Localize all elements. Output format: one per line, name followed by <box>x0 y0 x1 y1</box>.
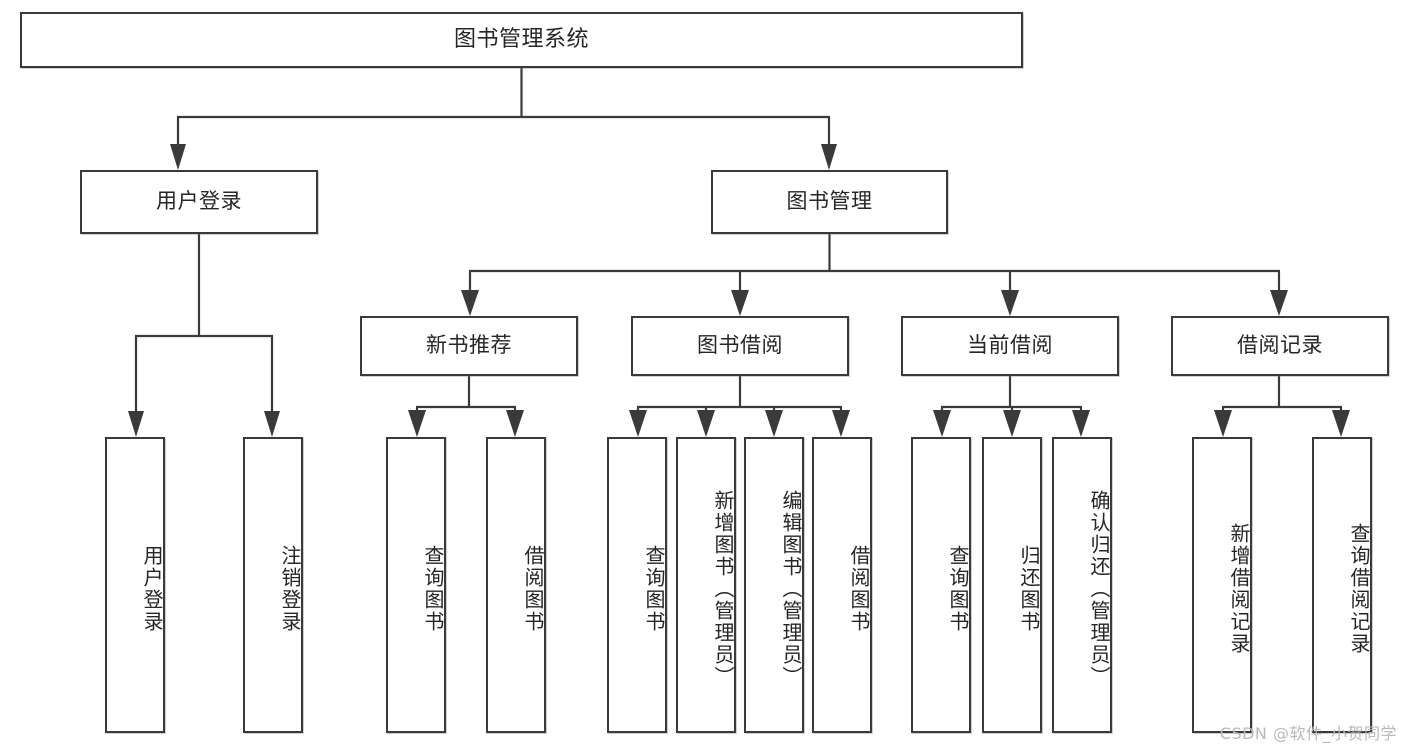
node-user-login[interactable]: 用户登录 <box>80 170 318 234</box>
node-label-current-borrow: 当前借阅 <box>967 333 1053 358</box>
node-label-leaf-query-borrow-record: 查询借阅记录 <box>1347 523 1371 655</box>
node-label-root-system: 图书管理系统 <box>453 27 589 53</box>
edge-user-login-to-leaves <box>128 234 280 437</box>
csdn-watermark: CSDN @软件_小贺同学 <box>1219 724 1397 743</box>
arrowhead-query-record <box>1332 410 1350 437</box>
node-borrow-record[interactable]: 借阅记录 <box>1171 316 1389 376</box>
node-label-leaf-borrow-book-2: 借阅图书 <box>847 545 871 633</box>
node-leaf-edit-book-admin[interactable]: 编辑图书（管理员） <box>744 437 804 733</box>
node-label-leaf-borrow-book-1: 借阅图书 <box>521 545 545 633</box>
node-leaf-query-book-1[interactable]: 查询图书 <box>386 437 446 733</box>
node-label-leaf-confirm-return-admin: 确认归还（管理员） <box>1087 490 1111 688</box>
node-current-borrow[interactable]: 当前借阅 <box>901 316 1119 376</box>
arrowhead-borrow-record <box>1270 290 1288 316</box>
node-label-leaf-add-borrow-record: 新增借阅记录 <box>1227 523 1251 655</box>
edge-book-borrow-to-leaves <box>629 376 850 437</box>
node-label-new-book-recommend: 新书推荐 <box>426 333 512 358</box>
node-label-book-borrow: 图书借阅 <box>697 333 783 358</box>
node-label-leaf-edit-book-admin: 编辑图书（管理员） <box>779 490 803 688</box>
arrowhead-query-book-2 <box>629 410 647 437</box>
arrowhead-book-mgmt <box>821 144 837 170</box>
edge-borrow-record-to-leaves <box>1214 376 1350 437</box>
node-leaf-query-book-3[interactable]: 查询图书 <box>911 437 971 733</box>
node-label-user-login: 用户登录 <box>156 189 242 214</box>
node-label-leaf-add-book-admin: 新增图书（管理员） <box>711 490 735 688</box>
arrowhead-leaf-logout <box>264 411 280 437</box>
arrowhead-edit-book <box>765 410 783 437</box>
edge-book-mgmt-to-level2 <box>461 234 1288 316</box>
arrowhead-leaf-user-login <box>128 411 144 437</box>
node-label-leaf-return-book: 归还图书 <box>1017 545 1041 633</box>
arrowhead-query-book-1 <box>408 410 426 437</box>
arrowhead-new-book-rec <box>461 290 479 316</box>
edge-current-borrow-to-leaves <box>933 376 1090 437</box>
node-leaf-confirm-return-admin[interactable]: 确认归还（管理员） <box>1052 437 1112 733</box>
edge-root-to-level1 <box>170 68 837 170</box>
node-leaf-user-login[interactable]: 用户登录 <box>105 437 165 733</box>
arrowhead-user-login <box>170 144 186 170</box>
node-book-borrow[interactable]: 图书借阅 <box>631 316 849 376</box>
edge-new-book-rec-to-leaves <box>408 376 524 437</box>
arrowhead-borrow-book-2 <box>832 410 850 437</box>
node-label-leaf-user-login: 用户登录 <box>140 545 164 633</box>
arrowhead-query-book-3 <box>933 410 951 437</box>
node-label-leaf-query-book-1: 查询图书 <box>421 545 445 633</box>
node-root-system[interactable]: 图书管理系统 <box>20 12 1023 68</box>
node-leaf-add-book-admin[interactable]: 新增图书（管理员） <box>676 437 736 733</box>
arrowhead-book-borrow <box>731 290 749 316</box>
node-leaf-query-borrow-record[interactable]: 查询借阅记录 <box>1312 437 1372 733</box>
arrowhead-confirm-return <box>1072 410 1090 437</box>
node-label-book-management: 图书管理 <box>786 189 873 214</box>
arrowhead-add-book <box>697 410 715 437</box>
node-label-leaf-query-book-3: 查询图书 <box>946 545 970 633</box>
node-leaf-borrow-book-1[interactable]: 借阅图书 <box>486 437 546 733</box>
node-book-management[interactable]: 图书管理 <box>711 170 948 234</box>
node-label-leaf-logout: 注销登录 <box>278 545 302 633</box>
arrowhead-current-borrow <box>1001 290 1019 316</box>
node-new-book-recommend[interactable]: 新书推荐 <box>360 316 578 376</box>
arrowhead-borrow-book-1 <box>506 410 524 437</box>
node-leaf-logout[interactable]: 注销登录 <box>243 437 303 733</box>
node-leaf-query-book-2[interactable]: 查询图书 <box>607 437 667 733</box>
node-leaf-return-book[interactable]: 归还图书 <box>982 437 1042 733</box>
arrowhead-return-book <box>1003 410 1021 437</box>
node-label-borrow-record: 借阅记录 <box>1237 333 1323 358</box>
node-leaf-borrow-book-2[interactable]: 借阅图书 <box>812 437 872 733</box>
node-leaf-add-borrow-record[interactable]: 新增借阅记录 <box>1192 437 1252 733</box>
node-label-leaf-query-book-2: 查询图书 <box>642 545 666 633</box>
arrowhead-add-record <box>1214 410 1232 437</box>
